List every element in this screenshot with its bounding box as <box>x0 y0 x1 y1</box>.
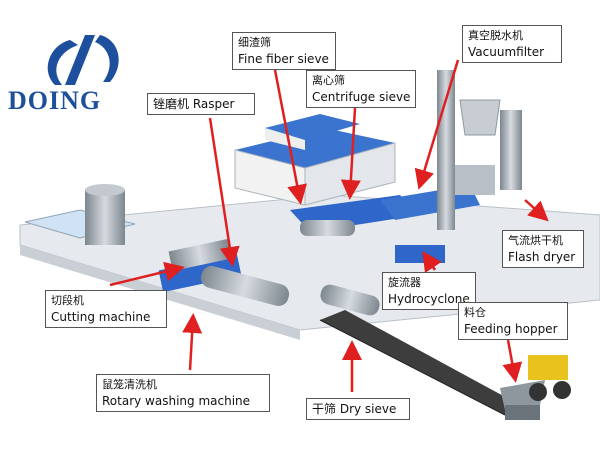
label-hydrocyclone: 旋流器 Hydrocyclone <box>382 272 476 310</box>
label-cn: 料仓 <box>464 306 486 319</box>
arrow-rotary <box>182 313 203 371</box>
label-en: Rotary washing machine <box>102 394 251 408</box>
label-fine-fiber-sieve: 细渣筛 Fine fiber sieve <box>232 32 336 70</box>
label-cn: 细渣筛 <box>238 36 271 49</box>
doing-logo-icon <box>47 35 119 85</box>
label-en: Feeding hopper <box>464 322 558 336</box>
wheel-loader-icon <box>528 355 571 401</box>
label-cn: 切段机 <box>51 294 84 307</box>
label-cn: 干筛 <box>312 402 337 416</box>
arrow-feed <box>502 339 523 383</box>
logo-text: DOING <box>8 86 102 115</box>
label-en: Fine fiber sieve <box>238 52 329 66</box>
callout-arrows <box>109 59 549 392</box>
label-en: Cutting machine <box>51 310 151 324</box>
arrow-vacuum <box>414 59 460 190</box>
label-cn: 离心筛 <box>312 74 345 87</box>
label-feeding-hopper: 料仓 Feeding hopper <box>458 302 568 340</box>
settling-tank <box>85 184 125 245</box>
arrow-centrifuge <box>340 107 361 200</box>
arrow-fine-fiber <box>273 69 307 205</box>
belt-conveyor <box>319 310 520 416</box>
arrow-hydro <box>422 250 442 274</box>
dryer-tower <box>437 70 522 230</box>
label-en: Centrifuge sieve <box>312 90 411 104</box>
label-rotary-washing-machine: 鼠笼清洗机 Rotary washing machine <box>96 374 270 412</box>
workshop-building <box>234 114 396 206</box>
arrow-flash <box>524 199 549 222</box>
label-centrifuge-sieve: 离心筛 Centrifuge sieve <box>306 70 416 108</box>
label-cn: 鼠笼清洗机 <box>102 378 157 391</box>
label-cn: 气流烘干机 <box>508 234 563 247</box>
label-en: Hydrocyclone <box>388 292 470 306</box>
label-cn: 锉磨机 <box>153 97 190 111</box>
arrow-rasper <box>208 117 240 267</box>
label-vacuum-filter: 真空脱水机 Vacuumfilter <box>462 25 562 63</box>
rotary-drums <box>200 220 380 316</box>
label-dry-sieve: 干筛 Dry sieve <box>306 398 410 420</box>
label-rasper: 锉磨机 Rasper <box>147 93 255 115</box>
arrow-cutting <box>109 261 185 287</box>
label-en: Flash dryer <box>508 250 576 264</box>
label-en: Rasper <box>192 97 235 111</box>
label-flash-dryer: 气流烘干机 Flash dryer <box>502 230 584 268</box>
label-cutting-machine: 切段机 Cutting machine <box>45 290 167 328</box>
label-en: Dry sieve <box>339 402 397 416</box>
label-en: Vacuumfilter <box>468 45 545 59</box>
label-cn: 真空脱水机 <box>468 29 523 42</box>
label-cn: 旋流器 <box>388 276 421 289</box>
